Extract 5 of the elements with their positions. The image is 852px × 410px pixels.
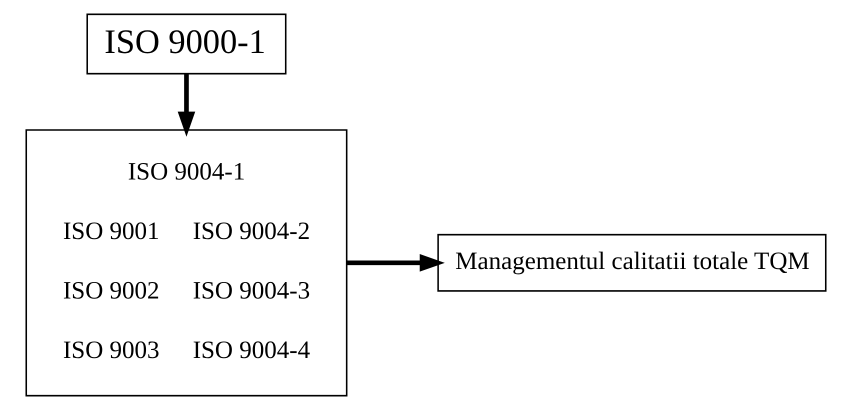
node-box: ISO 9000-1 [86,14,286,74]
node-box: Managementul calitatii totale TQM [437,234,827,292]
arrow [347,254,445,272]
node-box: ISO 9004-1 ISO 9001 ISO 9004-2 ISO 9002 ISO 9004-3 ISO 9003 ISO 9004-4 [25,129,348,396]
arrow [178,74,196,137]
